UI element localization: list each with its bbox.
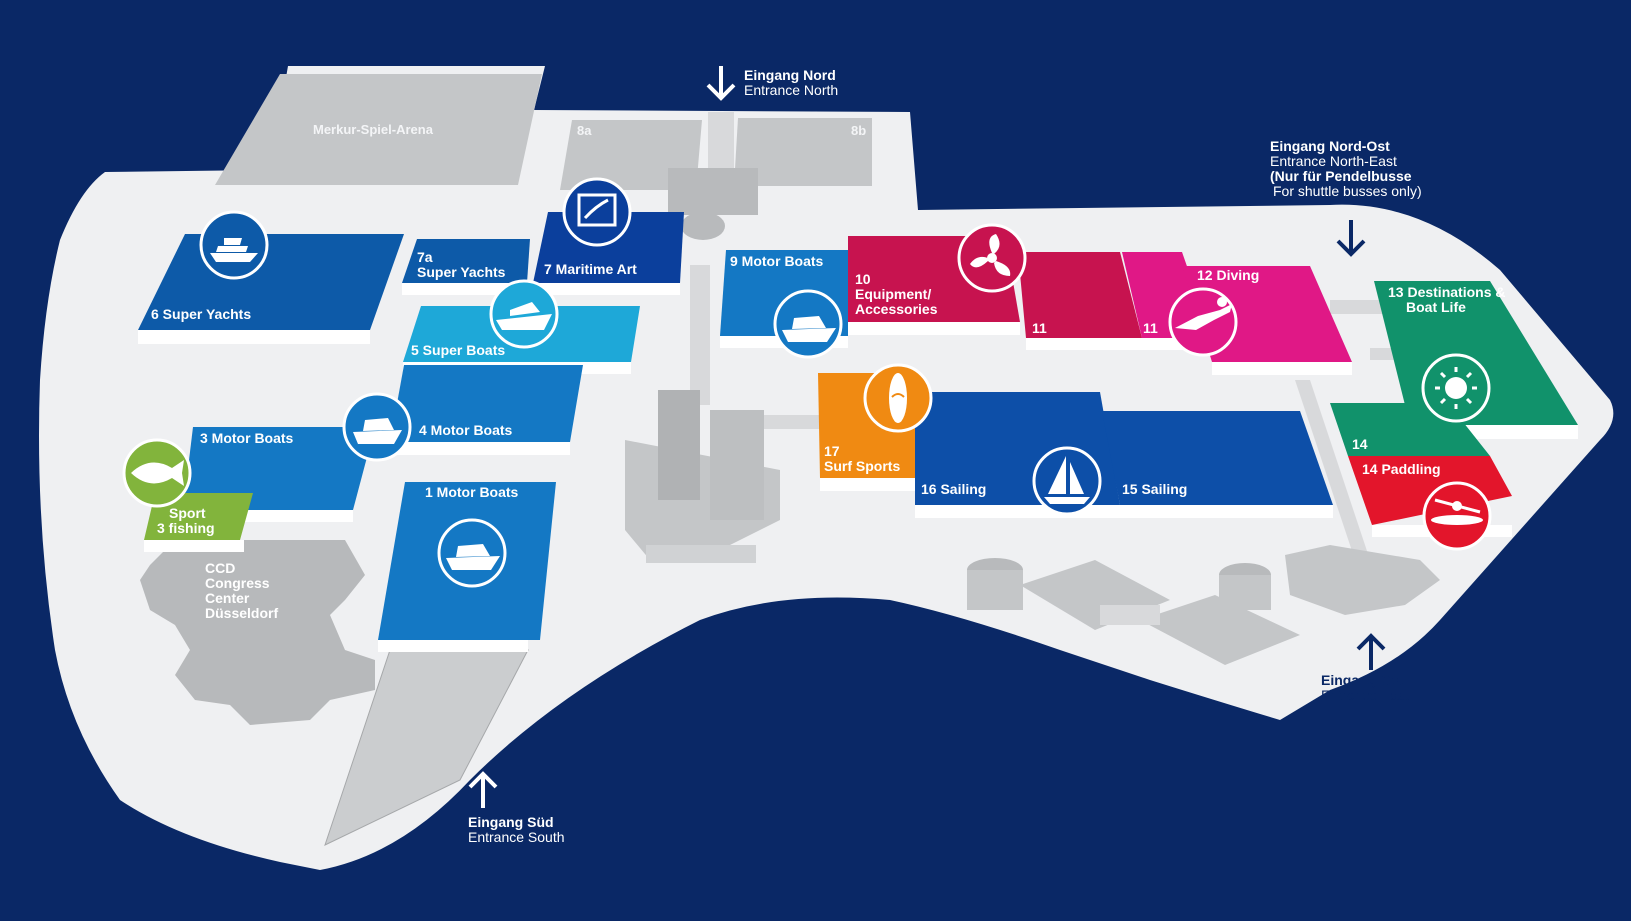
hall-9-label: 9 Motor Boats <box>730 253 824 269</box>
hall-11-east-label: 11 <box>1143 320 1158 336</box>
hall-4-label: 4 Motor Boats <box>419 422 513 438</box>
hall-6-super-yachts[interactable] <box>138 234 404 344</box>
surfboard-icon <box>863 363 933 433</box>
walkway-east-1 <box>1330 300 1390 314</box>
super-yacht-icon <box>199 210 269 280</box>
propeller-icon <box>957 223 1027 293</box>
tower-cap <box>681 212 725 240</box>
north-east-entrance-arrow <box>1336 220 1366 257</box>
hall-1-label: 1 Motor Boats <box>425 484 519 500</box>
maritime-art-icon <box>562 177 632 247</box>
north-foyer <box>668 168 758 215</box>
motor-boat-icon <box>437 518 507 588</box>
central-walkway <box>690 265 710 405</box>
hall-8b-label: 8b <box>851 123 867 138</box>
hall-3-label: 3 Motor Boats <box>200 430 294 446</box>
hall-14-label: 14 <box>1352 436 1368 452</box>
hall-11-west-label: 11 <box>1032 320 1047 336</box>
hall-6-label: 6 Super Yachts <box>151 306 252 322</box>
hall-8b-building <box>734 118 872 186</box>
diver-icon <box>1168 287 1238 357</box>
hall-12-label: 12 Diving <box>1197 267 1260 283</box>
super-boat-icon <box>489 279 559 349</box>
east-entrance-arrow <box>1356 633 1386 670</box>
east-buildings <box>967 545 1440 665</box>
hall-5-label: 5 Super Boats <box>411 342 506 358</box>
hall-4-motor-boats[interactable] <box>390 365 583 455</box>
hall-11-west[interactable] <box>1018 252 1142 350</box>
arena-building <box>215 74 542 185</box>
hall-16-label: 16 Sailing <box>921 481 987 497</box>
hall-8a-building <box>560 120 702 190</box>
motor-boat-icon <box>773 289 843 359</box>
office-tower <box>625 390 780 563</box>
hall-3-sport-fishing[interactable] <box>144 493 253 552</box>
hall-14-paddling-label: 14 Paddling <box>1362 461 1441 477</box>
kayak-icon <box>1422 481 1492 551</box>
hall-13-label: 13 Destinations &Boat Life <box>1388 284 1506 315</box>
hall-15-label: 15 Sailing <box>1122 481 1188 497</box>
hall-7a-super-yachts[interactable] <box>402 239 530 295</box>
walkway-tower-east <box>760 415 820 429</box>
south-entrance-arrow <box>468 771 498 808</box>
sailboat-icon <box>1032 446 1102 516</box>
sun-icon <box>1421 353 1491 423</box>
hall-7-label: 7 Maritime Art <box>544 261 637 277</box>
walkway-diagonal <box>1295 380 1370 560</box>
ccd-building <box>140 540 375 725</box>
fish-icon <box>122 438 192 508</box>
hall-15-sailing[interactable] <box>1102 411 1333 518</box>
arena-label: Merkur-Spiel-Arena <box>313 122 433 137</box>
motor-boat-icon <box>342 392 412 462</box>
hall-8a-label: 8a <box>577 123 592 138</box>
north-entrance-arrow <box>706 66 736 101</box>
